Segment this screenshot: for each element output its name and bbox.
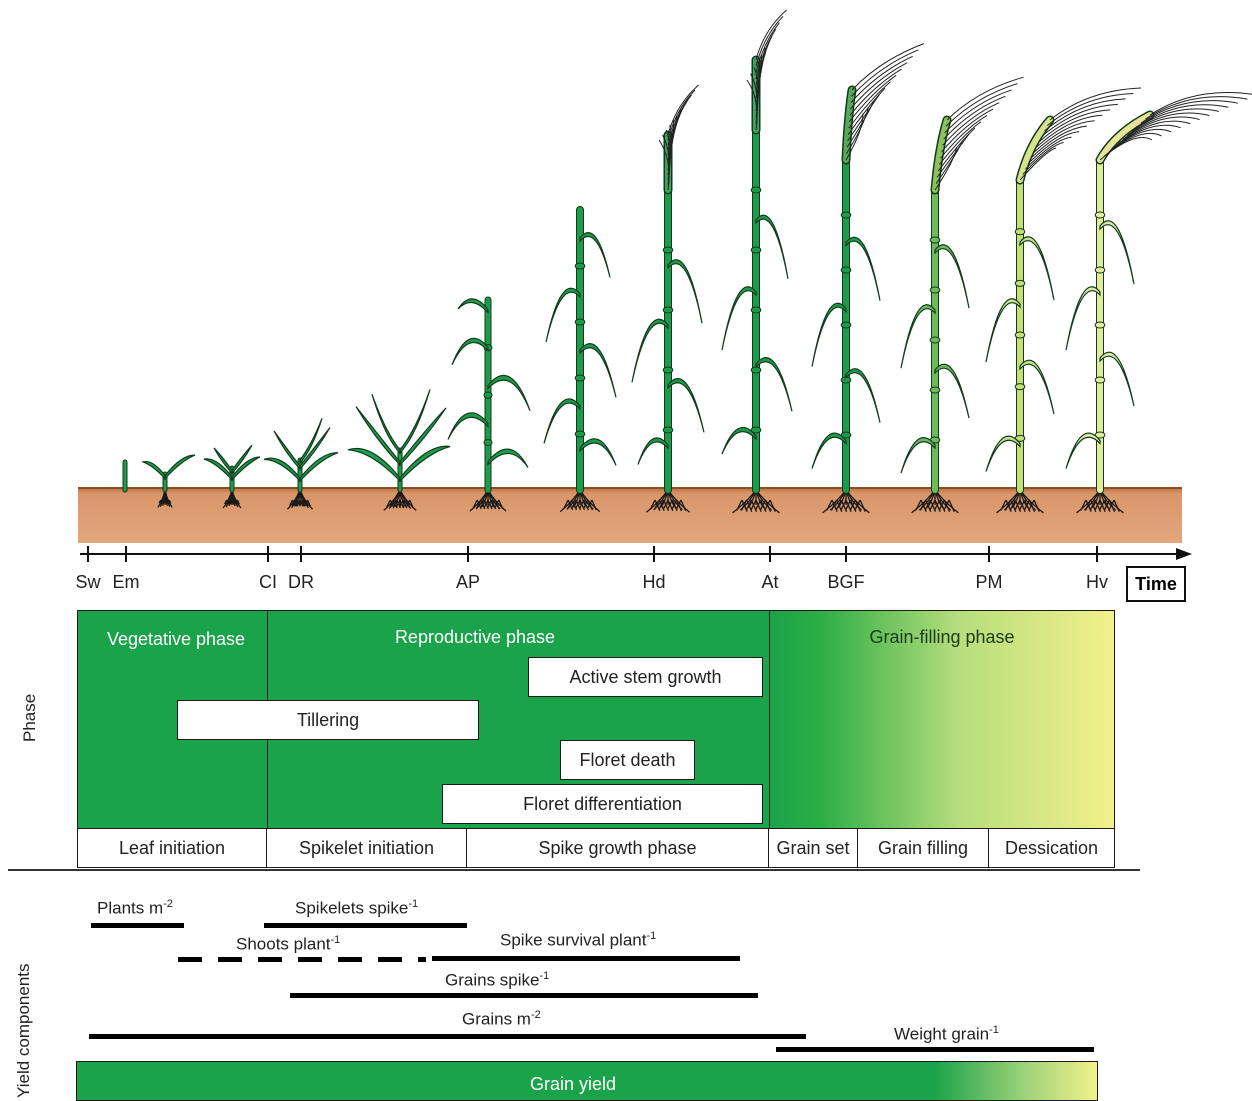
subphase-leaf-initiation: Leaf initiation (78, 828, 267, 868)
stage-label-em: Em (113, 572, 140, 593)
stage-label-ap: AP (456, 572, 480, 593)
subphase-spikelet-initiation: Spikelet initiation (267, 828, 467, 868)
process-floret-death: Floret death (560, 740, 695, 780)
subphase-grain-filling: Grain filling (858, 828, 989, 868)
time-axis-label: Time (1126, 566, 1186, 602)
grain-filling-divider (769, 611, 770, 829)
stage-label-bgf: BGF (827, 572, 864, 593)
label-shoots: Shoots plant-1 (236, 934, 340, 955)
bar-spike-survival (432, 956, 740, 961)
process-floret-differentiation: Floret differentiation (442, 784, 763, 824)
bar-grains-spike (290, 993, 758, 998)
label-plants: Plants m-2 (97, 898, 173, 919)
grain-filling-phase-title: Grain-filling phase (842, 627, 1042, 648)
subphase-spike-growth: Spike growth phase (467, 828, 769, 868)
stage-label-sw: Sw (75, 572, 100, 593)
plant-stages (125, 10, 1252, 513)
stage-label-hv: Hv (1086, 572, 1108, 593)
bar-plants (91, 923, 184, 928)
label-grains-m2: Grains m-2 (462, 1009, 541, 1030)
subphase-dessication: Dessication (989, 828, 1114, 868)
label-grains-spike: Grains spike-1 (445, 970, 549, 991)
subphase-grain-set: Grain set (769, 828, 858, 868)
stage-label-pm: PM (976, 572, 1003, 593)
stage-label-ci: CI (259, 572, 277, 593)
bar-weight-grain (776, 1047, 1094, 1052)
time-axis-arrow (1176, 548, 1192, 560)
label-weight-grain: Weight grain-1 (894, 1024, 999, 1045)
label-spike-survival: Spike survival plant-1 (500, 930, 656, 951)
process-active-stem-growth: Active stem growth (528, 657, 763, 697)
yield-side-label: Yield components (14, 963, 34, 1098)
bar-grains-m2 (89, 1034, 806, 1039)
bar-shoots-dashed (178, 957, 426, 962)
vegetative-phase-title: Vegetative phase (100, 627, 252, 651)
stage-label-at: At (761, 572, 778, 593)
stage-label-hd: Hd (642, 572, 665, 593)
grain-yield-label: Grain yield (76, 1074, 1070, 1095)
bar-spikelets (264, 923, 467, 928)
reproductive-phase-title: Reproductive phase (330, 627, 620, 648)
stage-label-dr: DR (288, 572, 314, 593)
phase-side-label: Phase (20, 694, 40, 742)
process-tillering: Tillering (177, 700, 479, 740)
label-spikelets: Spikelets spike-1 (295, 898, 418, 919)
